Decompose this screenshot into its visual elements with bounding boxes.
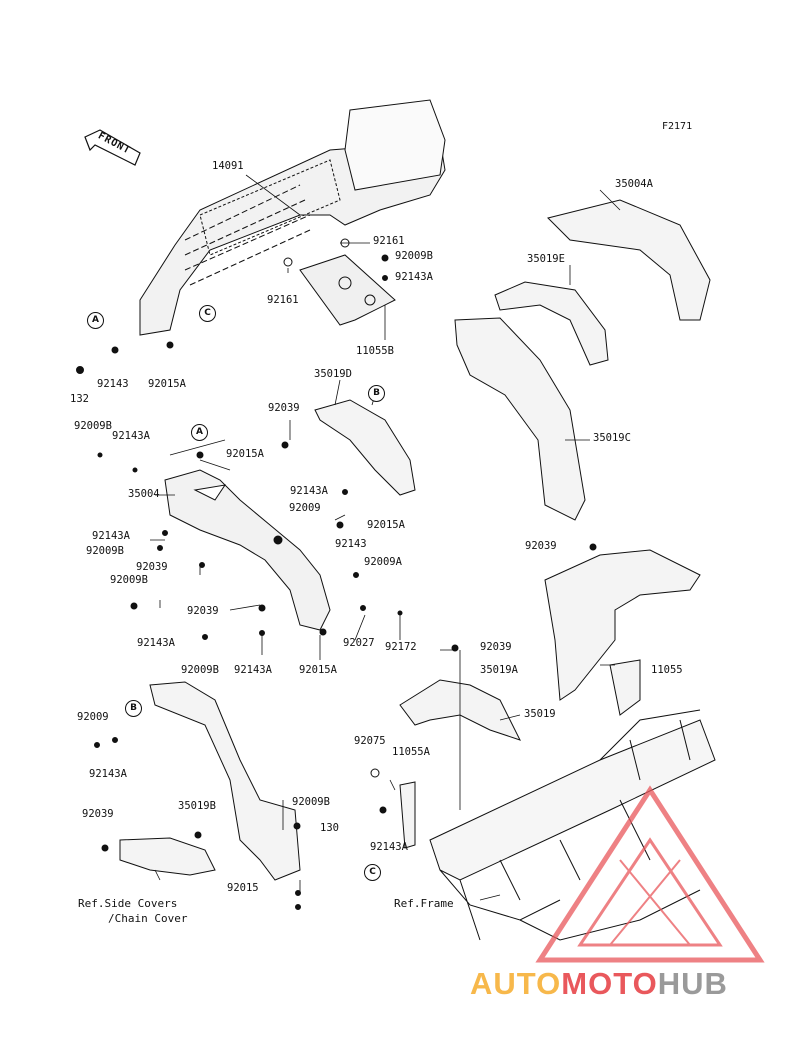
part-label: 35004A: [615, 178, 653, 190]
part-label: 92039: [187, 605, 219, 617]
part-label: 92009B: [181, 664, 219, 676]
part-label: 92161: [267, 294, 299, 306]
ref-side-covers-line2: /Chain Cover: [108, 912, 188, 925]
part-label: 92015A: [299, 664, 337, 676]
fasteners: [76, 238, 597, 910]
part-label: 92143A: [89, 768, 127, 780]
mudguard-35019A: [544, 549, 701, 701]
part-label: 14091: [212, 160, 244, 172]
part-label: 11055B: [356, 345, 394, 357]
watermark-part2: MOTO: [561, 966, 658, 1001]
callout-c: C: [364, 864, 381, 881]
part-label: 92075: [354, 735, 386, 747]
fender-35004: [164, 469, 331, 631]
part-label: 35019: [524, 708, 556, 720]
part-label: 92143A: [370, 841, 408, 853]
part-label: 35019D: [314, 368, 352, 380]
bracket-11055B: [299, 254, 396, 326]
fender-35004A: [547, 199, 711, 321]
part-label: 92015: [227, 882, 259, 894]
part-label: 132: [70, 393, 89, 405]
callout-b: B: [368, 385, 385, 402]
part-label: 92143A: [290, 485, 328, 497]
part-label: 92015A: [226, 448, 264, 460]
part-label: 92039: [136, 561, 168, 573]
mudguard-35019C: [454, 317, 586, 521]
frame-drawing: [429, 709, 716, 941]
part-label: 35004: [128, 488, 160, 500]
bracket-11055: [609, 659, 641, 716]
callout-a: A: [191, 424, 208, 441]
part-label: 92039: [525, 540, 557, 552]
callout-a: A: [87, 312, 104, 329]
callout-c: C: [199, 305, 216, 322]
part-label: 92009B: [74, 420, 112, 432]
part-label: 11055: [651, 664, 683, 676]
part-label: 92009B: [395, 250, 433, 262]
part-label: 92143A: [395, 271, 433, 283]
part-label: 92172: [385, 641, 417, 653]
part-label: 92143A: [92, 530, 130, 542]
part-label: 92009B: [292, 796, 330, 808]
watermark-part1: AUTO: [470, 966, 562, 1001]
grille-14091: [139, 99, 446, 336]
part-label: 92009: [77, 711, 109, 723]
part-label: 92143: [335, 538, 367, 550]
part-label: 92143: [97, 378, 129, 390]
mudguard-35019E: [494, 281, 609, 366]
part-label: 11055A: [392, 746, 430, 758]
part-label: 35019C: [593, 432, 631, 444]
front-arrow-icon: [84, 129, 141, 166]
part-label: 92039: [268, 402, 300, 414]
part-label: 92039: [82, 808, 114, 820]
part-label: 92161: [373, 235, 405, 247]
part-label: 92027: [343, 637, 375, 649]
part-label: 92009B: [86, 545, 124, 557]
part-label: 35019A: [480, 664, 518, 676]
watermark-text: AUTOMOTOHUB: [470, 966, 728, 1002]
part-label: 92143A: [112, 430, 150, 442]
part-label: 92009: [289, 502, 321, 514]
ref-side-covers-line1: Ref.Side Covers: [78, 897, 178, 910]
part-label: 92009A: [364, 556, 402, 568]
watermark-triangle: [535, 785, 765, 963]
part-label: 35019E: [527, 253, 565, 265]
part-label: 92143A: [137, 637, 175, 649]
watermark-part3: HUB: [657, 966, 728, 1001]
mudguard-35019D: [314, 399, 416, 496]
part-label: 92039: [480, 641, 512, 653]
callout-b: B: [125, 700, 142, 717]
leader-lines: [150, 174, 621, 901]
bracket-11055A: [399, 781, 416, 849]
part-label: 92015A: [367, 519, 405, 531]
part-label: 35019B: [178, 800, 216, 812]
part-label: 92009B: [110, 574, 148, 586]
part-label: 92015A: [148, 378, 186, 390]
figure-code: F2171: [662, 121, 693, 132]
part-label: 130: [320, 822, 339, 834]
mudguard-35019B: [149, 681, 301, 881]
part-label: 92143A: [234, 664, 272, 676]
ref-frame: Ref.Frame: [394, 897, 454, 910]
